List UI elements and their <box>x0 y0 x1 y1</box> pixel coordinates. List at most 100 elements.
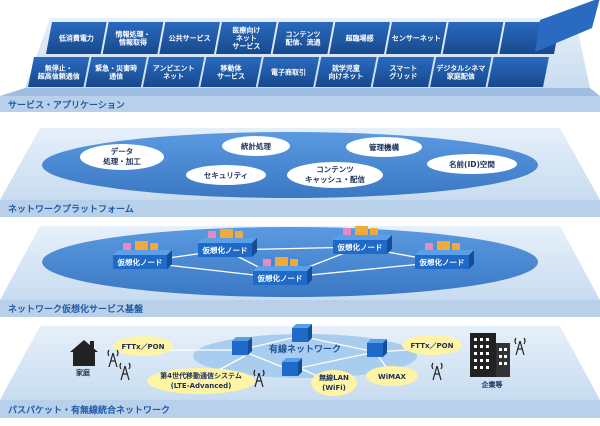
virtual-node-label: 仮想化ノード <box>419 257 465 267</box>
physical-layer-title: パスパケット・有無線統合ネットワーク <box>8 404 170 416</box>
svg-text:(WiFi): (WiFi) <box>322 384 346 392</box>
bubble-content-cache: コンテンツ キャッシュ・配信 <box>287 162 383 188</box>
row1-tile-text: 情報処理・ <box>116 30 151 39</box>
mobile-4g-bubble: 第4世代移動通信システム (LTE-Advanced) <box>147 368 255 394</box>
service-slab-edge <box>0 88 600 96</box>
virtual-layer-title: ネットワーク仮想化サービス基盤 <box>8 303 144 315</box>
virtual-node-label: 仮想化ノード <box>337 242 383 252</box>
svg-text:管理機構: 管理機構 <box>369 142 399 152</box>
row1-tile-text: コンテンツ <box>286 31 321 39</box>
svg-text:コンテンツ: コンテンツ <box>316 165 354 174</box>
service-layer-title: サービス・アプリケーション <box>8 99 125 111</box>
bubble-management: 管理機構 <box>346 137 422 157</box>
virtual-node-label: 仮想化ノード <box>117 257 163 267</box>
row2-tile-text: デジタルシネマ <box>436 64 485 73</box>
antenna-icon <box>107 349 119 368</box>
router-cubes <box>232 324 387 376</box>
row2-tile-4: 電子商取引 <box>257 57 320 87</box>
row2-tile-text: 超高信頼通信 <box>38 72 80 81</box>
row1-tile-text: 配信、流通 <box>286 38 322 47</box>
virtual-node-3: 仮想化ノード <box>415 241 474 269</box>
row1-tile-0: 低消費電力 <box>46 22 107 54</box>
row1-tile-6: センサーネット <box>386 22 447 54</box>
home-label: 家庭 <box>76 368 91 377</box>
svg-text:処理・加工: 処理・加工 <box>102 156 141 166</box>
router-cube-4 <box>282 358 302 376</box>
service-tiles-row1: 低消費電力情報処理・情報取得公共サービス医療向けネットサービスコンテンツ配信、流… <box>46 22 560 54</box>
row1-tile-text: センサーネット <box>392 35 441 43</box>
row2-tile-0: 無停止・超高信頼通信 <box>28 57 90 87</box>
row2-tile-text: 就学児童 <box>332 64 360 73</box>
antenna-icon <box>253 369 265 388</box>
wifi-bubble: 無線LAN (WiFi) <box>311 370 357 396</box>
service-slab-front <box>0 96 600 112</box>
antenna-icon <box>431 362 443 381</box>
row2-tile-text: 移動体 <box>221 64 243 73</box>
platform-slab-front <box>0 200 600 217</box>
row2-tile-8 <box>487 57 549 87</box>
row2-tile-text: アンビエント <box>153 64 195 73</box>
fttx-right-bubble: FTTx／PON <box>402 335 462 355</box>
row1-tile-text: ネット <box>236 35 257 43</box>
virtual-slab-front <box>0 300 600 317</box>
antenna-icon <box>514 337 526 356</box>
row2-tile-text: 電子商取引 <box>271 68 306 77</box>
antennas <box>107 337 526 388</box>
virtual-node-2: 仮想化ノード <box>333 226 392 254</box>
svg-text:FTTx／PON: FTTx／PON <box>122 343 165 351</box>
svg-text:第4世代移動通信システム: 第4世代移動通信システム <box>160 371 242 380</box>
bubble-namespace: 名前(ID)空間 <box>427 154 517 174</box>
row1-tile-2: 公共サービス <box>159 22 220 54</box>
row2-tile-text: サービス <box>217 72 245 81</box>
virtual-node-4: 仮想化ノード <box>253 257 312 285</box>
virtualization-layer: 仮想化ノード仮想化ノード仮想化ノード仮想化ノード仮想化ノード ネットワーク仮想化… <box>0 226 600 317</box>
router-cube-1 <box>232 337 252 355</box>
row2-tile-text: 向けネット <box>328 72 363 81</box>
bubble-data-processing: データ 処理・加工 <box>80 144 164 170</box>
bubble-statistics: 統計処理 <box>222 136 290 156</box>
router-cube-3 <box>367 339 387 357</box>
row2-tile-text: 家庭配信 <box>447 72 475 81</box>
bubble-security: セキュリティ <box>186 165 266 185</box>
row2-tile-text: ネット <box>163 73 184 81</box>
row1-tile-text: 情報取得 <box>119 38 147 47</box>
svg-text:無線LAN: 無線LAN <box>319 373 349 382</box>
row1-tile-text: 公共サービス <box>169 34 211 43</box>
virtual-node-0: 仮想化ノード <box>113 241 172 269</box>
row1-tile-text: 低消費電力 <box>58 34 94 43</box>
row2-tile-text: 緊急・災害時 <box>95 64 137 73</box>
row2-tile-text: 無停止・ <box>45 64 73 73</box>
platform-layer: データ 処理・加工 統計処理 管理機構 セキュリティ コンテンツ キャッシュ・配… <box>0 128 600 217</box>
row1-tile-text: 超臨場感 <box>346 34 374 43</box>
wimax-bubble: WiMAX <box>366 366 418 386</box>
row1-tile-7 <box>442 22 504 54</box>
fttx-left-bubble: FTTx／PON <box>113 336 173 356</box>
svg-text:データ: データ <box>111 146 134 156</box>
virtual-nodes: 仮想化ノード仮想化ノード仮想化ノード仮想化ノード仮想化ノード <box>113 226 474 285</box>
service-tiles-row2: 無停止・超高信頼通信緊急・災害時通信アンビエントネット移動体サービス電子商取引就… <box>28 57 549 87</box>
wired-network-label: 有線ネットワーク <box>269 343 341 355</box>
row1-tile-5: 超臨場感 <box>329 22 390 54</box>
service-layer: 低消費電力情報処理・情報取得公共サービス医療向けネットサービスコンテンツ配信、流… <box>0 0 600 112</box>
row2-tile-text: グリッド <box>389 72 417 81</box>
row1-tile-1: 情報処理・情報取得 <box>102 22 164 54</box>
svg-text:(LTE-Advanced): (LTE-Advanced) <box>171 382 232 390</box>
virtual-node-label: 仮想化ノード <box>202 245 248 255</box>
router-cube-2 <box>292 324 312 342</box>
svg-text:統計処理: 統計処理 <box>241 141 271 151</box>
row1-tile-text: 医療向け <box>232 26 260 35</box>
row2-tile-text: 通信 <box>109 72 123 81</box>
enterprise-label: 企業等 <box>481 380 503 389</box>
virtual-node-1: 仮想化ノード <box>198 229 257 257</box>
service-tile-flap <box>535 0 600 52</box>
house-icon <box>70 340 98 366</box>
svg-text:FTTx／PON: FTTx／PON <box>411 342 454 350</box>
